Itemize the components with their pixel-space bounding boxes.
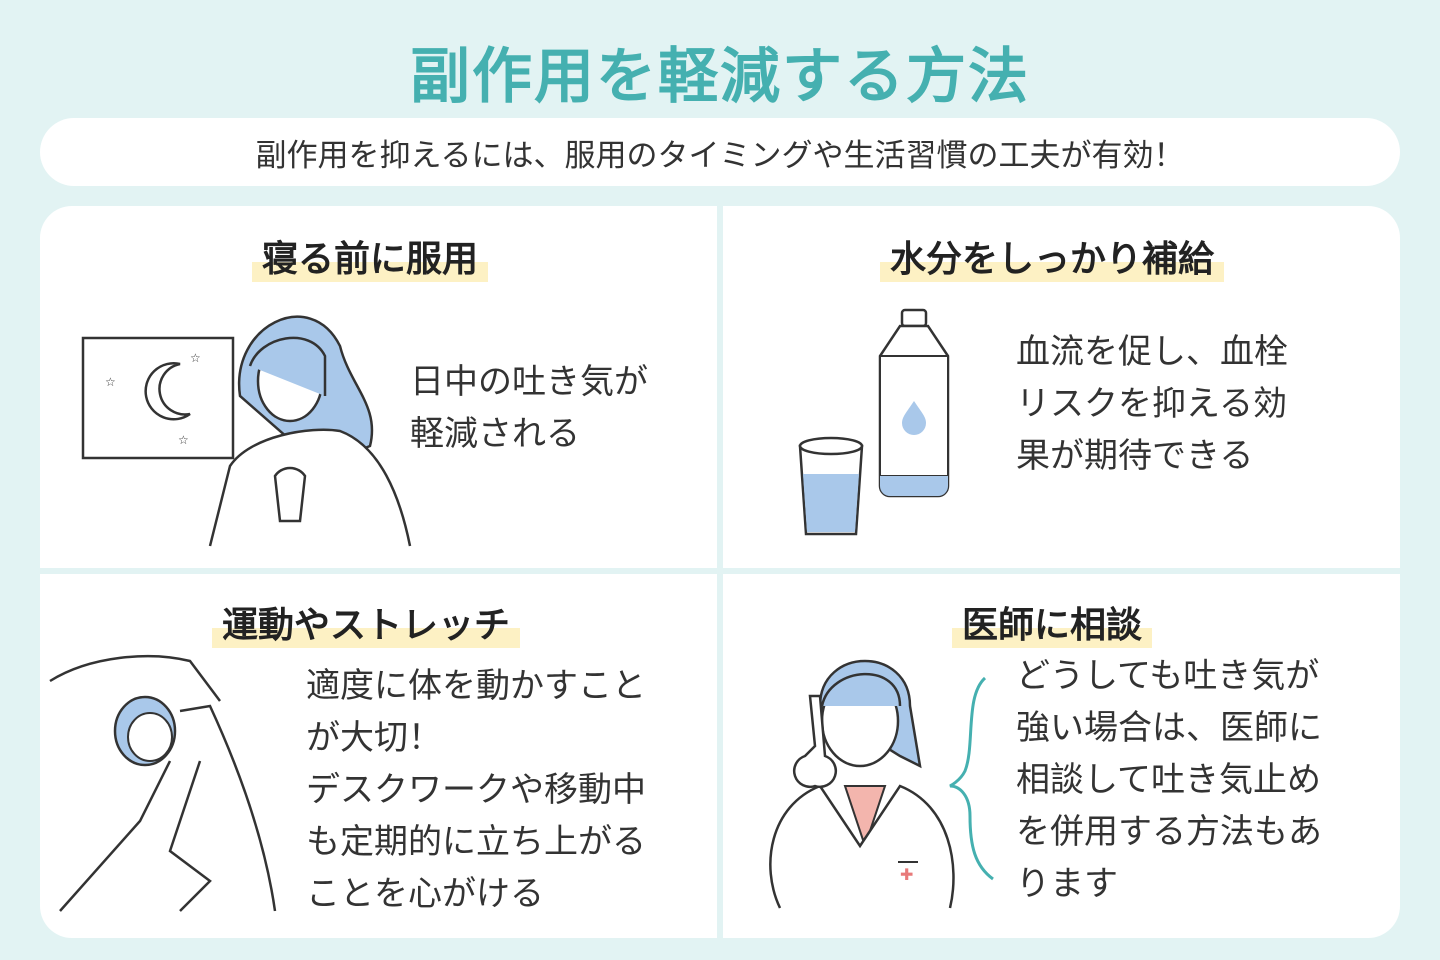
svg-text:☆: ☆: [178, 433, 189, 447]
svg-text:☆: ☆: [190, 351, 201, 365]
woman-taking-medicine-at-night-illustration: ☆ ☆ ☆: [81, 315, 412, 547]
page-title: 副作用を軽減する方法: [410, 42, 1030, 112]
woman-stretching-illustration: [49, 654, 277, 912]
svg-text:✚: ✚: [900, 865, 913, 884]
section-heading-exercise: 運動やストレッチ: [212, 596, 521, 648]
horizontal-divider: [40, 568, 1400, 574]
svg-text:☆: ☆: [105, 375, 116, 389]
doctor-illustration: ✚: [769, 659, 955, 909]
section-heading-hydration: 水分をしっかり補給: [880, 230, 1225, 282]
subtitle-banner: 副作用を抑えるには、服用のタイミングや生活習慣の工夫が有効！: [40, 118, 1400, 186]
section-text-bedtime: 日中の吐き気が 軽減される: [410, 362, 648, 454]
section-heading-bedtime: 寝る前に服用: [252, 230, 489, 282]
section-text-exercise: 適度に体を動かすこと が大切！ デスクワークや移動中 も定期的に立ち上がる こと…: [306, 666, 646, 914]
section-heading-doctor: 医師に相談: [952, 596, 1153, 648]
water-bottle-and-glass-illustration: [798, 308, 950, 536]
section-text-hydration: 血流を促し、血栓 リスクを抑える効 果が期待できる: [1016, 332, 1288, 476]
section-text-doctor: どうしても吐き気が 強い場合は、医師に 相談して吐き気止め を併用する方法もあ …: [1016, 656, 1322, 904]
methods-panel: 寝る前に服用 ☆ ☆ ☆ 日中の吐き気が 軽減される 水分をしっかり補給 血流を…: [40, 206, 1400, 938]
brace-icon: [949, 676, 994, 881]
